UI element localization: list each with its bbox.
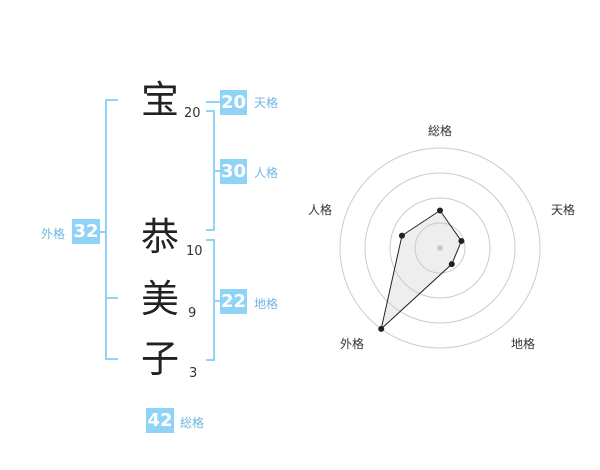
name-char-4: 子 — [140, 337, 179, 381]
chikaku-label: 地格 — [254, 297, 279, 311]
stroke-count-3: 9 — [188, 306, 197, 321]
name-char-2: 恭 — [140, 215, 179, 259]
radar-axis-label-soukaku: 総格 — [428, 124, 453, 138]
radar-grid-ring — [414, 222, 466, 274]
radar-point-0 — [437, 207, 443, 214]
gaikaku-value: 32 — [72, 219, 100, 244]
radar-point-2 — [448, 261, 455, 268]
soukaku-label: 総格 — [180, 416, 205, 430]
radar-axis-label-gaikaku: 外格 — [340, 337, 365, 351]
jinkaku-label: 人格 — [254, 166, 279, 180]
radar-axis-label-tenkaku: 天格 — [551, 203, 576, 217]
name-char-3: 美 — [140, 277, 179, 321]
stroke-count-1: 20 — [184, 106, 201, 121]
radar-grid-ring — [364, 172, 516, 324]
stroke-count-4: 3 — [189, 366, 198, 381]
radar-axis-label-chikaku: 地格 — [511, 337, 536, 351]
radar-center — [437, 245, 443, 251]
radar-axis-label-jinkaku: 人格 — [308, 203, 333, 217]
radar-point-1 — [458, 238, 465, 245]
stroke-count-2: 10 — [186, 244, 203, 259]
chikaku-value: 22 — [220, 289, 247, 314]
radar-point-3 — [378, 325, 385, 332]
name-char-1: 宝 — [140, 78, 179, 122]
radar-grid-ring — [339, 147, 541, 349]
gaikaku-label: 外格 — [41, 227, 66, 241]
tenkaku-label: 天格 — [254, 96, 279, 110]
radar-series-polygon — [380, 209, 462, 331]
radar-grid-ring — [389, 197, 491, 299]
radar-point-4 — [398, 232, 405, 239]
jinkaku-value: 30 — [220, 159, 247, 184]
soukaku-value: 42 — [146, 408, 174, 433]
tenkaku-value: 20 — [220, 90, 247, 115]
